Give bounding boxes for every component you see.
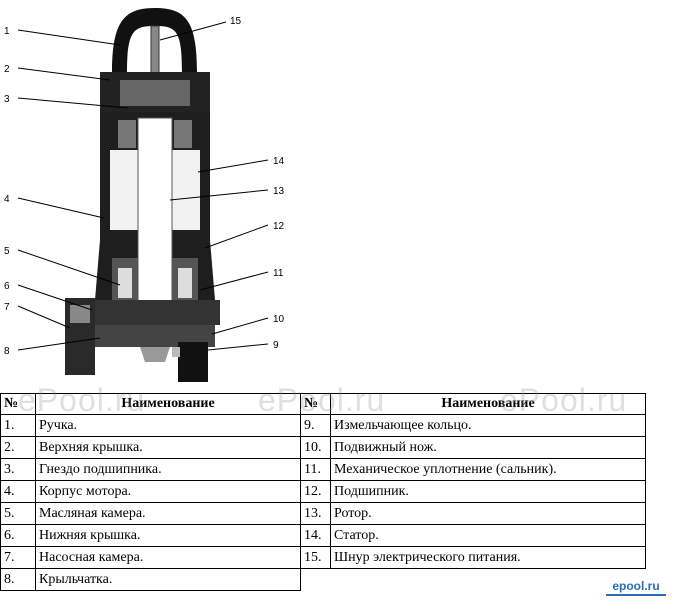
parts-table-left: № Наименование 1.Ручка. 2.Верхняя крышка… — [0, 393, 301, 591]
header-num: № — [300, 393, 331, 415]
header-name: Наименование — [330, 393, 646, 415]
callout-2: 2 — [4, 64, 10, 75]
row-num: 7. — [0, 546, 36, 569]
row-num: 8. — [0, 568, 36, 591]
row-name: Корпус мотора. — [35, 480, 301, 503]
row-num: 2. — [0, 436, 36, 459]
row-name: Нижняя крышка. — [35, 524, 301, 547]
header-num: № — [0, 393, 36, 415]
callout-14: 14 — [273, 156, 285, 167]
callout-15: 15 — [230, 16, 242, 27]
row-num: 12. — [300, 480, 331, 503]
callout-4: 4 — [4, 194, 10, 205]
table-row: 8.Крыльчатка. — [0, 568, 301, 591]
table-row: 14.Статор. — [300, 524, 646, 547]
row-name: Подвижный нож. — [330, 436, 646, 459]
row-num: 11. — [300, 458, 331, 481]
row-num: 15. — [300, 546, 331, 569]
row-name: Ротор. — [330, 502, 646, 525]
row-name: Шнур электрического питания. — [330, 546, 646, 569]
table-row: 12.Подшипник. — [300, 480, 646, 503]
row-name: Крыльчатка. — [35, 568, 301, 591]
callout-3: 3 — [4, 94, 10, 105]
impeller-shape — [95, 325, 215, 347]
callout-11: 11 — [273, 268, 284, 279]
row-num: 10. — [300, 436, 331, 459]
bottom-cover-shape — [90, 300, 220, 325]
row-name: Верхняя крышка. — [35, 436, 301, 459]
callout-7: 7 — [4, 302, 10, 313]
row-num: 3. — [0, 458, 36, 481]
site-logo: epool.ru — [606, 578, 666, 596]
callout-5: 5 — [4, 246, 10, 257]
table-row: 9.Измельчающее кольцо. — [300, 414, 646, 437]
table-row: 1.Ручка. — [0, 414, 301, 437]
parts-table-right: № Наименование 9.Измельчающее кольцо. 10… — [300, 393, 646, 569]
table-row: 10.Подвижный нож. — [300, 436, 646, 459]
callout-13: 13 — [273, 186, 285, 197]
row-name: Подшипник. — [330, 480, 646, 503]
callout-1: 1 — [4, 26, 10, 37]
row-name: Ручка. — [35, 414, 301, 437]
row-name: Гнездо подшипника. — [35, 458, 301, 481]
shredder-ring-shape — [178, 342, 208, 382]
pump-cross-section-diagram: 1 2 3 4 5 6 7 8 9 10 11 12 13 14 15 — [4, 8, 285, 382]
callout-9: 9 — [273, 340, 279, 351]
table-row: 13.Ротор. — [300, 502, 646, 525]
row-num: 6. — [0, 524, 36, 547]
row-name: Измельчающее кольцо. — [330, 414, 646, 437]
table-row: 15.Шнур электрического питания. — [300, 546, 646, 569]
row-num: 4. — [0, 480, 36, 503]
rotor-shape — [137, 117, 173, 319]
row-num: 14. — [300, 524, 331, 547]
row-name: Механическое уплотнение (сальник). — [330, 458, 646, 481]
row-num: 1. — [0, 414, 36, 437]
row-name: Статор. — [330, 524, 646, 547]
row-name: Масляная камера. — [35, 502, 301, 525]
callout-6: 6 — [4, 281, 10, 292]
table-row: 2.Верхняя крышка. — [0, 436, 301, 459]
row-num: 13. — [300, 502, 331, 525]
row-num: 5. — [0, 502, 36, 525]
row-name: Насосная камера. — [35, 546, 301, 569]
header-name: Наименование — [35, 393, 301, 415]
table-row: 11.Механическое уплотнение (сальник). — [300, 458, 646, 481]
callout-8: 8 — [4, 346, 10, 357]
callout-12: 12 — [273, 221, 285, 232]
table-row: 3.Гнездо подшипника. — [0, 458, 301, 481]
power-cord-shape — [150, 25, 160, 77]
table-row: 7.Насосная камера. — [0, 546, 301, 569]
table-row: 5.Масляная камера. — [0, 502, 301, 525]
table-row: 4.Корпус мотора. — [0, 480, 301, 503]
callout-10: 10 — [273, 314, 285, 325]
handle-shape — [112, 8, 197, 72]
table-row: 6.Нижняя крышка. — [0, 524, 301, 547]
row-num: 9. — [300, 414, 331, 437]
